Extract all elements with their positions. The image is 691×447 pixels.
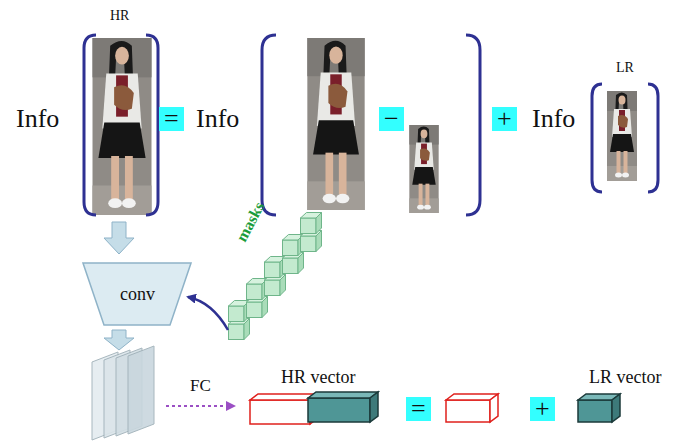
bracket	[262, 35, 276, 215]
operator-symbol: +	[535, 394, 550, 423]
masks-label: masks	[233, 199, 269, 245]
lr-vector	[578, 394, 620, 422]
fc-label: FC	[190, 377, 211, 396]
equals-box: =	[406, 397, 431, 421]
info-label: Info	[196, 105, 239, 134]
mask-arrow	[188, 297, 228, 330]
feature-maps	[92, 346, 154, 440]
operator-symbol: =	[164, 104, 179, 133]
hr-image	[93, 38, 152, 215]
equals-box: =	[159, 107, 184, 131]
operator-symbol: −	[384, 104, 399, 133]
plus-box: +	[492, 107, 517, 131]
hr-image	[307, 38, 364, 210]
info-label: Info	[532, 105, 575, 134]
bracket	[146, 35, 158, 215]
conv-trapezoid: conv	[82, 262, 192, 326]
minus-box: −	[379, 107, 404, 131]
lr-image	[409, 125, 438, 213]
hr-vector	[250, 392, 378, 424]
fc-arrow	[166, 405, 234, 407]
lr-label: LR	[616, 60, 634, 75]
bracket	[466, 35, 480, 215]
info-label: Info	[16, 105, 59, 134]
operator-symbol: +	[497, 104, 512, 133]
lr-image	[607, 91, 637, 181]
lr-vector-label: LR vector	[589, 368, 661, 388]
down-arrow	[104, 222, 134, 254]
down-arrow	[104, 330, 134, 350]
hr-vector-label: HR vector	[281, 368, 355, 388]
bracket	[84, 35, 96, 215]
bracket	[592, 84, 602, 192]
node-text: conv	[120, 284, 155, 305]
plus-box: +	[530, 397, 555, 421]
bracket	[648, 84, 658, 192]
hr-label: HR	[110, 8, 129, 23]
operator-symbol: =	[411, 394, 426, 423]
residual-vector	[446, 394, 498, 422]
